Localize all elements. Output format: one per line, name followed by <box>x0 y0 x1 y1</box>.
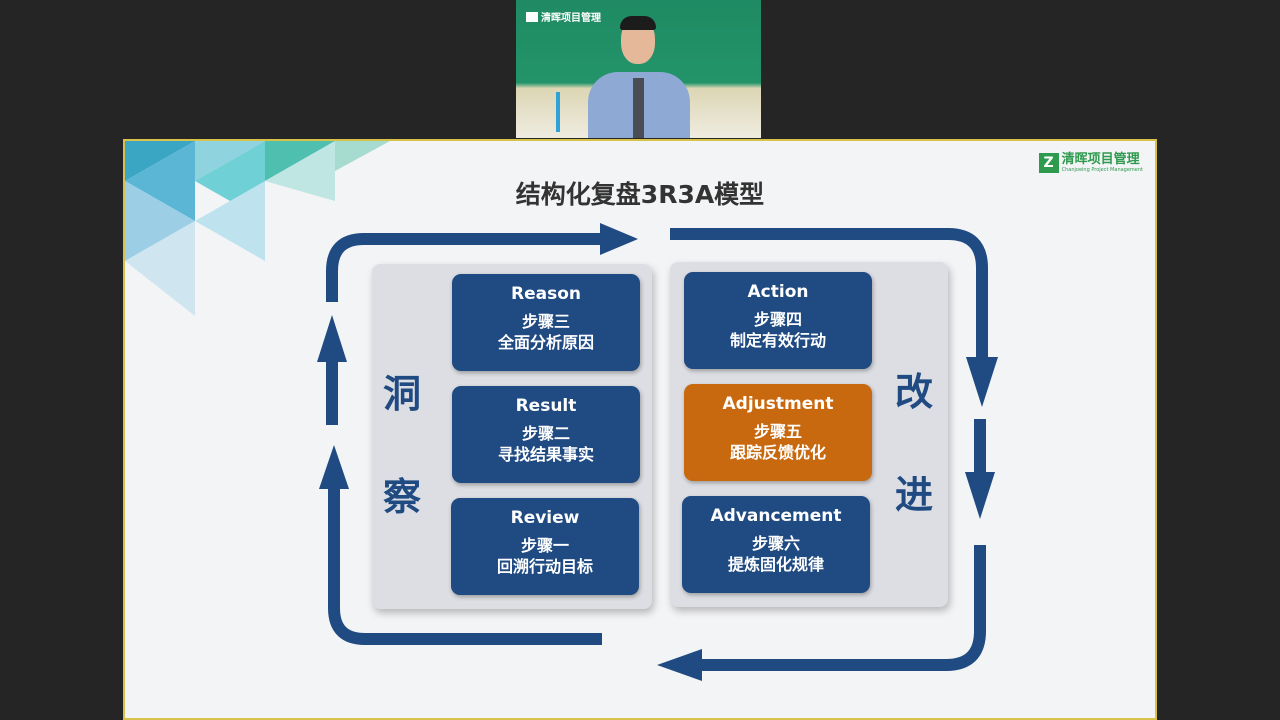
box-desc: 寻找结果事实 <box>497 445 594 464</box>
arrow-bottom-left <box>328 486 602 645</box>
step-box-reason: Reason 步骤三 全面分析原因 <box>452 274 640 371</box>
box-step: 步骤六 <box>751 534 800 553</box>
cycle-arrows <box>317 223 998 681</box>
arrowhead-down <box>966 357 998 407</box>
arrowhead-up <box>319 445 349 489</box>
arrow-top-left <box>326 233 602 302</box>
presenter-tie <box>633 78 644 138</box>
box-desc: 回溯行动目标 <box>496 557 593 576</box>
box-desc: 制定有效行动 <box>729 331 826 350</box>
arrowhead-right <box>600 223 638 255</box>
box-title: Reason <box>511 284 581 304</box>
box-step: 步骤二 <box>521 424 570 443</box>
step-box-adjustment: Adjustment 步骤五 跟踪反馈优化 <box>684 384 872 481</box>
box-step: 步骤一 <box>520 536 569 555</box>
box-title: Result <box>515 396 577 416</box>
box-desc: 提炼固化规律 <box>727 555 824 574</box>
webcam-video: 清晖项目管理 <box>516 0 761 138</box>
box-step: 步骤三 <box>521 312 570 331</box>
step-box-action: Action 步骤四 制定有效行动 <box>684 272 872 369</box>
decorative-triangles <box>125 141 390 316</box>
lamp <box>556 92 580 132</box>
box-step: 步骤四 <box>753 310 802 329</box>
box-title: Advancement <box>710 506 842 526</box>
step-box-advancement: Advancement 步骤六 提炼固化规律 <box>682 496 870 593</box>
box-title: Action <box>747 282 809 302</box>
arrow-bottom-right <box>700 545 986 671</box>
slide-title: 结构化复盘3R3A模型 <box>515 180 765 209</box>
insight-label-1: 洞 <box>383 372 422 416</box>
arrowhead-left <box>657 649 702 681</box>
arrowhead-up <box>317 315 347 362</box>
step-box-result: Result 步骤二 寻找结果事实 <box>452 386 640 483</box>
arrow-top-right <box>670 228 988 359</box>
webcam-logo: 清晖项目管理 <box>526 9 601 24</box>
improve-label-1: 改 <box>895 370 934 414</box>
box-desc: 全面分析原因 <box>497 333 594 352</box>
insight-label-2: 察 <box>383 475 422 519</box>
box-title: Adjustment <box>722 394 834 414</box>
webcam-logo-text: 清晖项目管理 <box>541 13 601 24</box>
brand-name-en: Chanjoeing Project Management <box>1061 167 1143 173</box>
improve-label-2: 进 <box>895 473 934 517</box>
presenter-hair <box>620 16 656 30</box>
box-desc: 跟踪反馈优化 <box>729 443 826 462</box>
box-step: 步骤五 <box>753 422 802 441</box>
box-title: Review <box>510 508 580 528</box>
step-box-review: Review 步骤一 回溯行动目标 <box>451 498 639 595</box>
arrowhead-down <box>965 472 995 519</box>
brand-name: 清晖项目管理 <box>1061 152 1140 167</box>
